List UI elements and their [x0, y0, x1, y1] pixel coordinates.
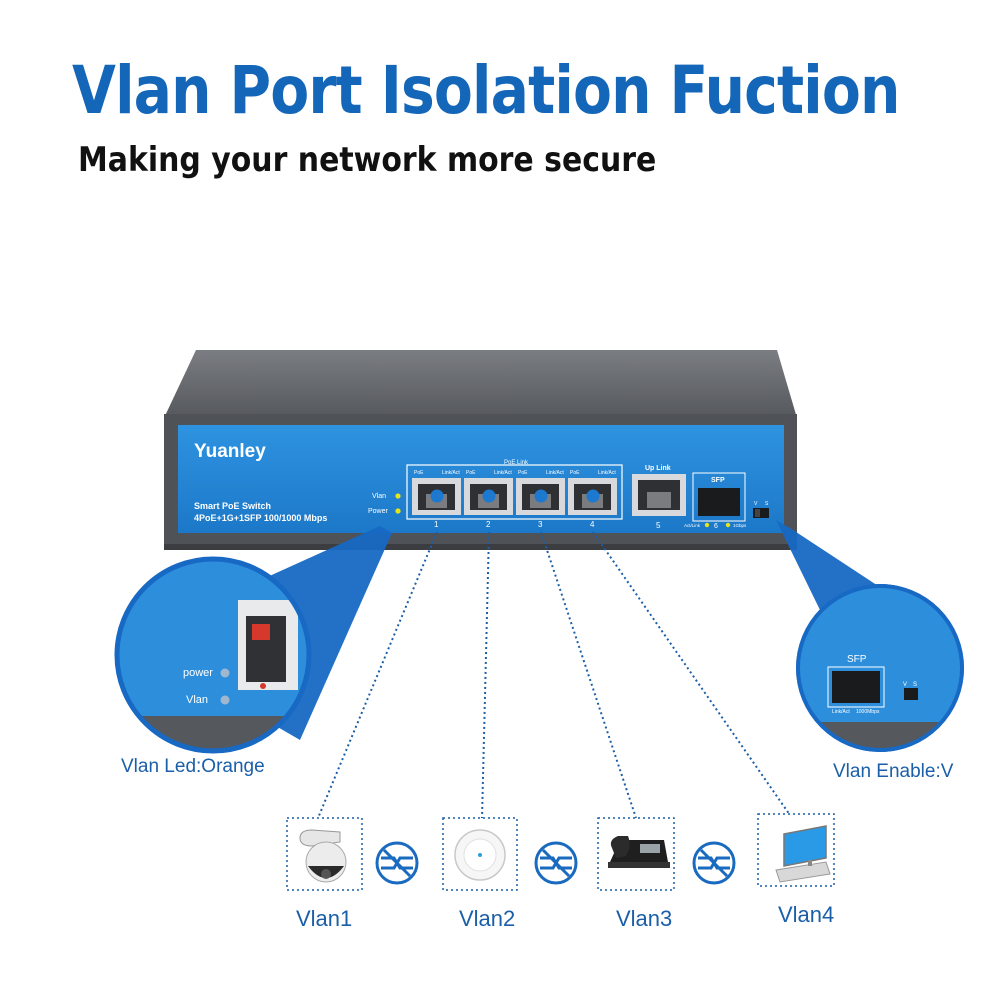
phone-icon: [608, 836, 670, 868]
svg-text:V: V: [754, 501, 758, 507]
svg-text:Up Link: Up Link: [645, 465, 671, 472]
isolation-icon-1: [375, 841, 419, 885]
svg-text:PoE: PoE: [570, 470, 580, 476]
vlan3-label: Vlan3: [616, 906, 673, 931]
brand-logo: Yuanley: [194, 441, 266, 462]
zoom-right-v: V: [903, 682, 907, 688]
zoom-right-sfp-label: SFP: [847, 654, 867, 665]
vlan2-label: Vlan2: [459, 906, 516, 931]
svg-text:Link/Act: Link/Act: [546, 470, 564, 476]
model-line1: Smart PoE Switch: [194, 501, 271, 511]
port-3-marker: [534, 489, 548, 503]
vlan-enable-caption: Vlan Enable:V: [833, 761, 954, 782]
led-power-indicator: [395, 508, 401, 514]
svg-text:Link/Act: Link/Act: [442, 470, 460, 476]
svg-text:S: S: [765, 501, 769, 507]
svg-text:PoE: PoE: [414, 470, 424, 476]
port-1-marker: [430, 489, 444, 503]
svg-text:PoE: PoE: [466, 470, 476, 476]
svg-text:1: 1: [434, 520, 439, 529]
port-4: PoE Link/Act 4: [568, 470, 617, 529]
connection-line-4: [592, 531, 793, 819]
svg-text:2: 2: [486, 520, 491, 529]
led-power-label: Power: [368, 508, 389, 515]
port-4-marker: [586, 489, 600, 503]
poe-link-label: PoE Link: [504, 460, 529, 466]
led-vlan-indicator: [395, 493, 401, 499]
connection-line-2: [481, 531, 490, 819]
zoom-left-vlan-label: Vlan: [186, 694, 208, 706]
svg-text:1Gbps: 1Gbps: [733, 523, 747, 528]
svg-text:SFP: SFP: [711, 477, 725, 484]
svg-text:Link/Act: Link/Act: [598, 470, 616, 476]
led-vlan-label: Vlan: [372, 493, 386, 500]
sfp-port: SFP Act/Link 6 1Gbps: [684, 472, 747, 530]
zoom-left-vlan-led: [220, 695, 230, 705]
zoom-right-speed: 1000Mbps: [856, 709, 880, 715]
poe-port-group: [406, 464, 623, 520]
vlan4-label: Vlan4: [778, 902, 835, 927]
vlan1-label: Vlan1: [296, 906, 353, 931]
uplink-port: Up Link 5: [632, 465, 686, 530]
computer-icon: [775, 825, 831, 883]
svg-text:3: 3: [538, 520, 543, 529]
zoom-circle-right: [796, 584, 964, 752]
page-title: Vlan Port Isolation Fuction: [72, 52, 900, 129]
svg-text:Link/Act: Link/Act: [494, 470, 512, 476]
port-2-marker: [482, 489, 496, 503]
zoom-left-power-label: power: [183, 667, 213, 679]
zoom-right-s: S: [913, 682, 917, 688]
zoom-circle-left: [114, 556, 312, 754]
isolation-icon-2: [534, 841, 578, 885]
model-line2: 4PoE+1G+1SFP 100/1000 Mbps: [194, 513, 327, 523]
zoom-left-power-led: [220, 668, 230, 678]
svg-text:5: 5: [656, 521, 661, 530]
connection-line-3: [540, 531, 637, 819]
isolation-icon-3: [692, 841, 736, 885]
access-point-icon: [454, 829, 506, 881]
zoom-right-linkact: Link/Act: [832, 709, 850, 715]
vlan-led-caption: Vlan Led:Orange: [121, 756, 265, 777]
connection-line-1: [317, 531, 438, 819]
svg-text:4: 4: [590, 520, 595, 529]
svg-text:PoE: PoE: [518, 470, 528, 476]
vlan-dip-switch: V S: [753, 501, 769, 518]
page-subtitle: Making your network more secure: [78, 140, 657, 180]
svg-text:Act/Link: Act/Link: [684, 523, 701, 528]
svg-text:6: 6: [714, 523, 718, 530]
camera-icon: [299, 829, 347, 883]
